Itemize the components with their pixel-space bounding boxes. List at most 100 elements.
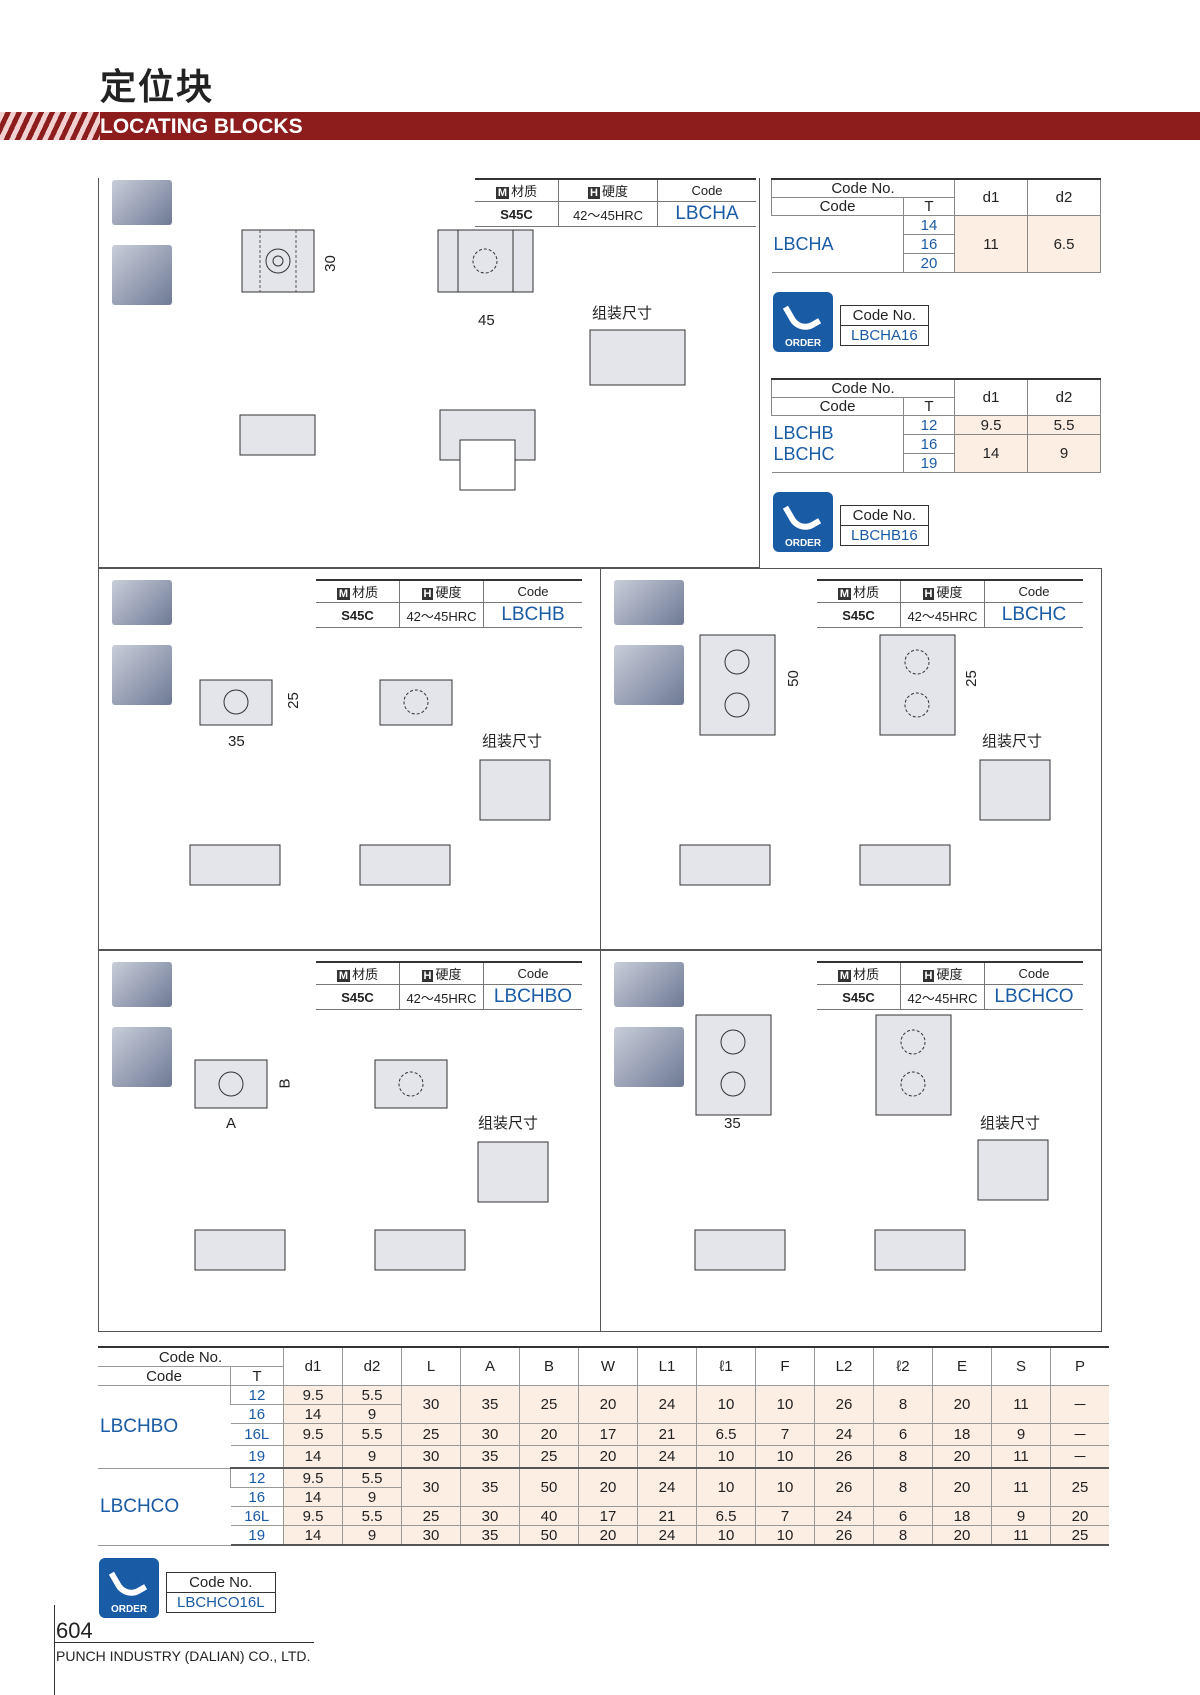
drawing-lbchbo-svg (194, 1059, 549, 1271)
table-cell: 11 (991, 1468, 1051, 1507)
table-cell: 21 (637, 1423, 697, 1446)
order-code-a: Code No. LBCHA16 (840, 305, 929, 346)
table-cell: 8 (873, 1445, 933, 1469)
table-cell: 9.5 (283, 1385, 343, 1405)
footer-vline (54, 1605, 55, 1695)
order-button-b[interactable]: ORDER (773, 492, 833, 552)
dim-lbcha-45: 45 (478, 312, 495, 329)
table-cell: 10 (696, 1385, 756, 1424)
block-image-lbchco-bottom (614, 1027, 684, 1087)
block-image-lbchbo-bottom (112, 1027, 172, 1087)
table-cell: 20 (932, 1525, 992, 1546)
block-image-lbchc-bottom (614, 645, 684, 705)
table-cell: 25 (519, 1385, 579, 1424)
dim-lbcha-30: 30 (321, 255, 339, 272)
table-cell: 9.5 (283, 1468, 343, 1488)
table-cell: 30 (401, 1445, 461, 1469)
table-cell: 9 (991, 1506, 1051, 1526)
table-cell: 5.5 (342, 1423, 402, 1446)
dim-lbchbo-B: B (276, 1078, 294, 1089)
table-cell: 19 (230, 1445, 284, 1469)
drawing-lbchco-svg (694, 1014, 1049, 1271)
page-title: 定位块 (100, 66, 215, 107)
table-cell: 24 (814, 1423, 874, 1446)
code-lbcha: LBCHA (771, 215, 904, 273)
th-codeno: Code No. (98, 1346, 284, 1367)
order-hook-icon (108, 1561, 148, 1603)
th-d1: d1 (954, 178, 1028, 216)
spec-code-header: Code (657, 178, 756, 202)
th-d2: d2 (1027, 178, 1101, 216)
table-cell: 9 (342, 1445, 402, 1469)
table-cell: 20 (932, 1468, 992, 1507)
order-button-a[interactable]: ORDER (773, 292, 833, 352)
table-cell: 26 (814, 1385, 874, 1424)
table-cell: 16 (230, 1487, 284, 1507)
table-cell: 10 (755, 1525, 815, 1546)
table-cell: 9 (991, 1423, 1051, 1446)
table-cell: 10 (755, 1385, 815, 1424)
table-cell: 24 (637, 1445, 697, 1469)
table-cell: 9 (342, 1487, 402, 1507)
table-cell: 16L (230, 1506, 284, 1526)
spec-material: S45C (475, 201, 559, 227)
code-lbchc: LBCHC (773, 444, 835, 464)
table-cell: 20 (1050, 1506, 1109, 1526)
table-cell: 25 (1050, 1468, 1109, 1507)
code-lbchb: LBCHB (773, 423, 834, 443)
table-cell: 24 (637, 1385, 697, 1424)
dim-lbchc-50: 50 (784, 670, 802, 687)
table-cell: 12 (230, 1468, 284, 1488)
footer-hline (54, 1642, 314, 1643)
table-cell: － (1050, 1385, 1109, 1424)
block-image-lbcha-top (112, 180, 172, 225)
table-cell: 18 (932, 1506, 992, 1526)
table-cell: 14 (283, 1445, 343, 1469)
table-cell: 10 (755, 1445, 815, 1469)
table-cell: 19 (230, 1525, 284, 1546)
table-cell: 30 (460, 1423, 520, 1446)
th-codeno: Code No. (771, 178, 955, 198)
table-cell: 35 (460, 1525, 520, 1546)
drawing-lbchb-svg (189, 679, 551, 886)
table-cell: 50 (519, 1525, 579, 1546)
order-button-c[interactable]: ORDER (99, 1558, 159, 1618)
drawing-lbchco (650, 1012, 1090, 1327)
table-cell: 14 (283, 1525, 343, 1546)
assembly-label-lbchbo: 组装尺寸 (478, 1115, 539, 1132)
drawing-lbcha (200, 225, 720, 560)
table-cell: 18 (932, 1423, 992, 1446)
table-cell: 10 (755, 1468, 815, 1507)
table-cell: 8 (873, 1525, 933, 1546)
table-cell: 30 (401, 1468, 461, 1507)
order-code-c: Code No. LBCHCO16L (166, 1572, 276, 1613)
table-cell: 6.5 (696, 1506, 756, 1526)
table-cell: 50 (519, 1468, 579, 1507)
code-cell: LBCHBO (98, 1385, 231, 1469)
table-cell: 11 (991, 1385, 1051, 1424)
table-cell: 9 (342, 1525, 402, 1546)
table-cell: 20 (932, 1445, 992, 1469)
table-cell: 26 (814, 1525, 874, 1546)
table-cell: 16L (230, 1423, 284, 1446)
table-cell: 5.5 (342, 1468, 402, 1488)
table-cell: 20 (578, 1385, 638, 1424)
block-image-lbchco-top (614, 962, 684, 1007)
code-cell: LBCHCO (98, 1468, 231, 1546)
table-cell: 20 (578, 1468, 638, 1507)
dim-lbchco-35: 35 (724, 1115, 741, 1132)
block-image-lbcha-bottom (112, 245, 172, 305)
table-cell: 10 (696, 1468, 756, 1507)
assembly-label-lbcha: 组装尺寸 (592, 305, 653, 322)
